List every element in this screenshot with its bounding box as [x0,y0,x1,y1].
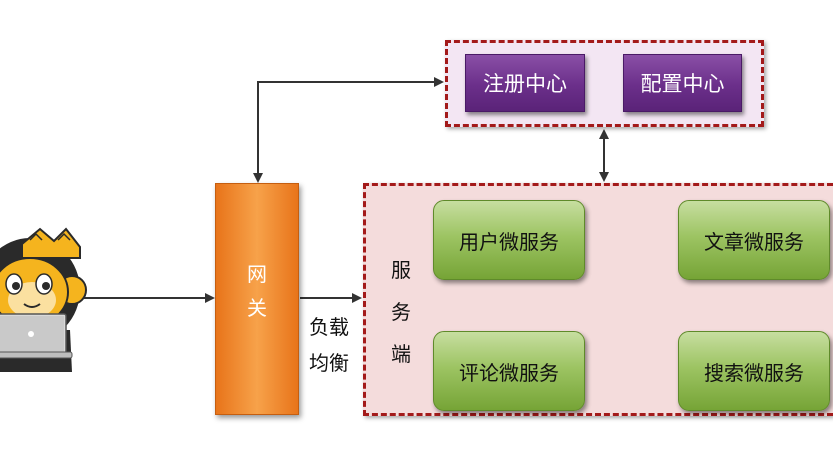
load-balance-line-2: 均衡 [309,351,349,375]
gateway-char-1: 网 [247,262,267,286]
registry-center-box[interactable]: 注册中心 [465,54,585,112]
search-service-box[interactable]: 搜索微服务 [678,331,830,411]
server-side-char-3: 端 [391,342,411,366]
gateway-char-2: 关 [247,296,267,320]
user-service-box[interactable]: 用户微服务 [433,200,585,280]
config-center-label: 配置中心 [640,72,725,96]
article-service-label: 文章微服务 [704,229,804,254]
load-balance-line-1: 负载 [309,315,349,339]
server-side-char-2: 务 [391,300,411,324]
arrow-gateway-registry [253,77,444,183]
server-side-char-1: 服 [391,258,411,282]
config-center-box[interactable]: 配置中心 [623,54,742,112]
user-avatar-icon [0,227,87,372]
user-service-label: 用户微服务 [459,229,559,254]
article-service-box[interactable]: 文章微服务 [678,200,830,280]
registry-center-label: 注册中心 [483,72,567,96]
gateway-box[interactable]: 网 关 [215,183,299,415]
comment-service-label: 评论微服务 [459,360,559,385]
search-service-label: 搜索微服务 [704,360,804,385]
comment-service-box[interactable]: 评论微服务 [433,331,585,411]
